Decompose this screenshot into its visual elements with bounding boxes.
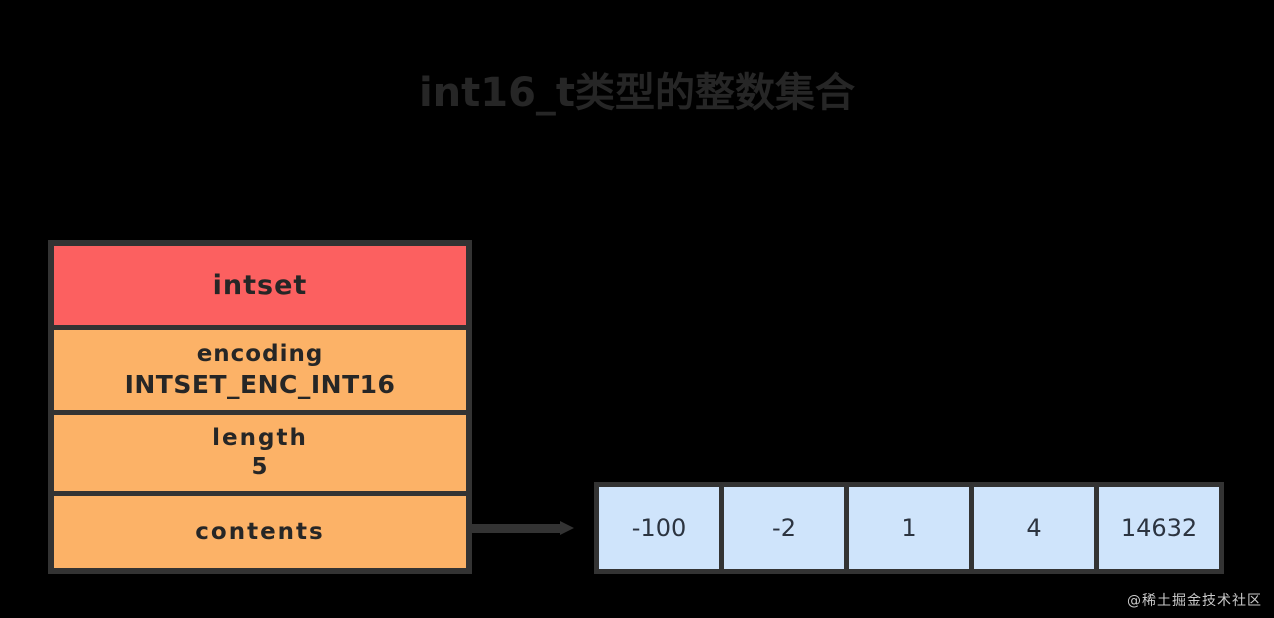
struct-field-length-name: length xyxy=(212,424,308,451)
array-cell-value: -2 xyxy=(772,514,796,542)
intset-struct-box: intset encoding INTSET_ENC_INT16 length … xyxy=(48,240,472,574)
array-cell: 4 xyxy=(974,487,1094,569)
array-cell: -100 xyxy=(599,487,719,569)
struct-field-encoding-name: encoding xyxy=(196,341,324,368)
array-cell: 1 xyxy=(849,487,969,569)
struct-header-label: intset xyxy=(212,270,308,302)
watermark: @稀土掘金技术社区 xyxy=(1127,593,1262,609)
array-cell-value: -100 xyxy=(631,514,687,542)
arrow-head xyxy=(560,521,574,535)
struct-field-contents-name: contents xyxy=(195,518,325,545)
struct-field-length-value: 5 xyxy=(251,453,269,480)
struct-field-encoding-value: INTSET_ENC_INT16 xyxy=(124,370,396,400)
page-title: int16_t类型的整数集合 xyxy=(418,70,856,116)
struct-field-encoding: encoding INTSET_ENC_INT16 xyxy=(54,330,466,411)
struct-field-length: length 5 xyxy=(54,415,466,491)
arrow-right-icon xyxy=(472,521,578,536)
arrow-line xyxy=(472,524,564,533)
array-cell-value: 4 xyxy=(1026,514,1042,542)
array-cell: -2 xyxy=(724,487,844,569)
array-cell: 14632 xyxy=(1099,487,1219,569)
array-cell-value: 14632 xyxy=(1120,514,1198,542)
struct-header-intset: intset xyxy=(54,246,466,326)
array-cell-value: 1 xyxy=(901,514,917,542)
struct-field-contents: contents xyxy=(54,495,466,568)
contents-array: -100 -2 1 4 14632 xyxy=(594,482,1224,574)
